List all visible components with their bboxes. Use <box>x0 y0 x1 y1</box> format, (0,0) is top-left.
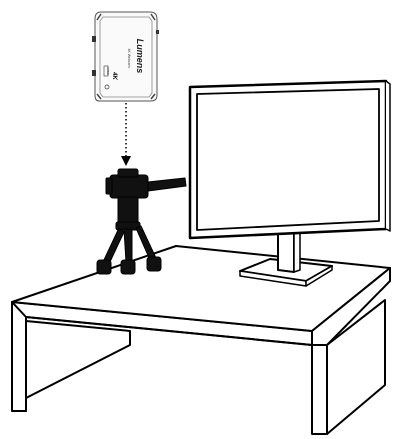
sub-label: 4K Webcam <box>127 49 131 68</box>
brand-label: Lumens <box>135 39 145 74</box>
desk <box>12 246 390 434</box>
dotted-arrow-down-icon <box>121 103 131 166</box>
model-label: 4K <box>111 71 117 80</box>
camera-device: Lumens 4K Webcam 4K HDMI <box>92 12 159 101</box>
